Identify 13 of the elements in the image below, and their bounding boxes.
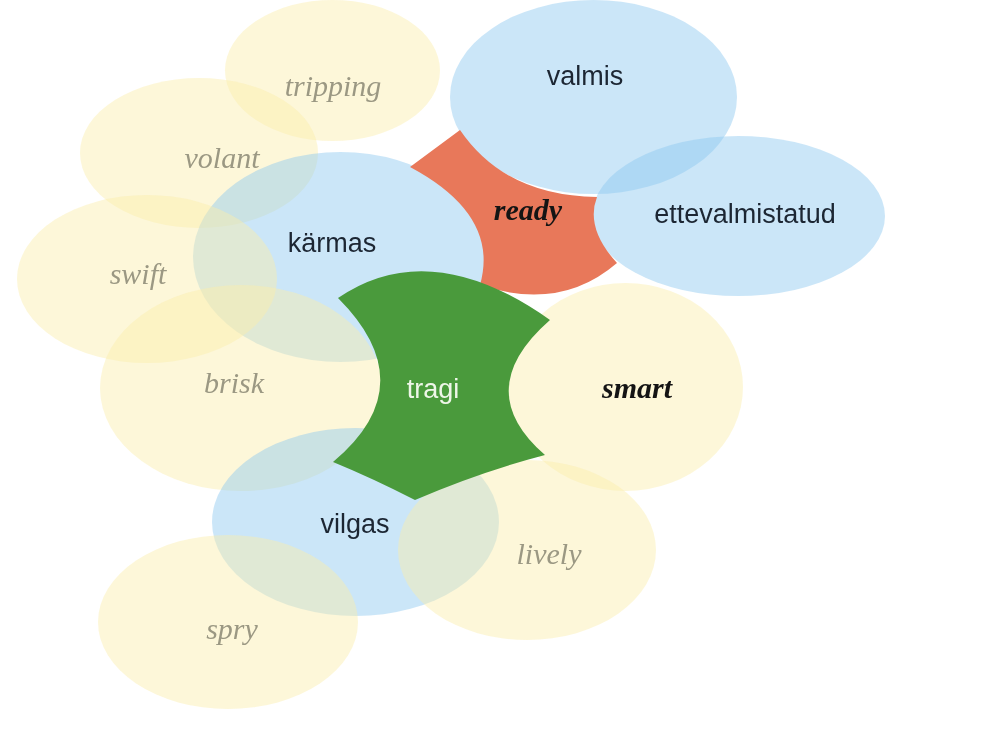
word-label: tripping	[284, 71, 382, 101]
word-label: tragi	[406, 375, 460, 403]
word-label: swift	[109, 259, 167, 289]
word-label: lively	[516, 539, 582, 569]
word-label: kärmas	[287, 229, 377, 257]
word-label: valmis	[546, 62, 624, 90]
word-label: volant	[184, 143, 260, 173]
word-label: spry	[206, 614, 258, 644]
word-label: brisk	[204, 368, 264, 398]
word-label: ettevalmistatud	[654, 200, 836, 228]
word-label: smart	[602, 373, 672, 403]
word-label: vilgas	[320, 510, 390, 538]
word-label: ready	[493, 195, 563, 225]
